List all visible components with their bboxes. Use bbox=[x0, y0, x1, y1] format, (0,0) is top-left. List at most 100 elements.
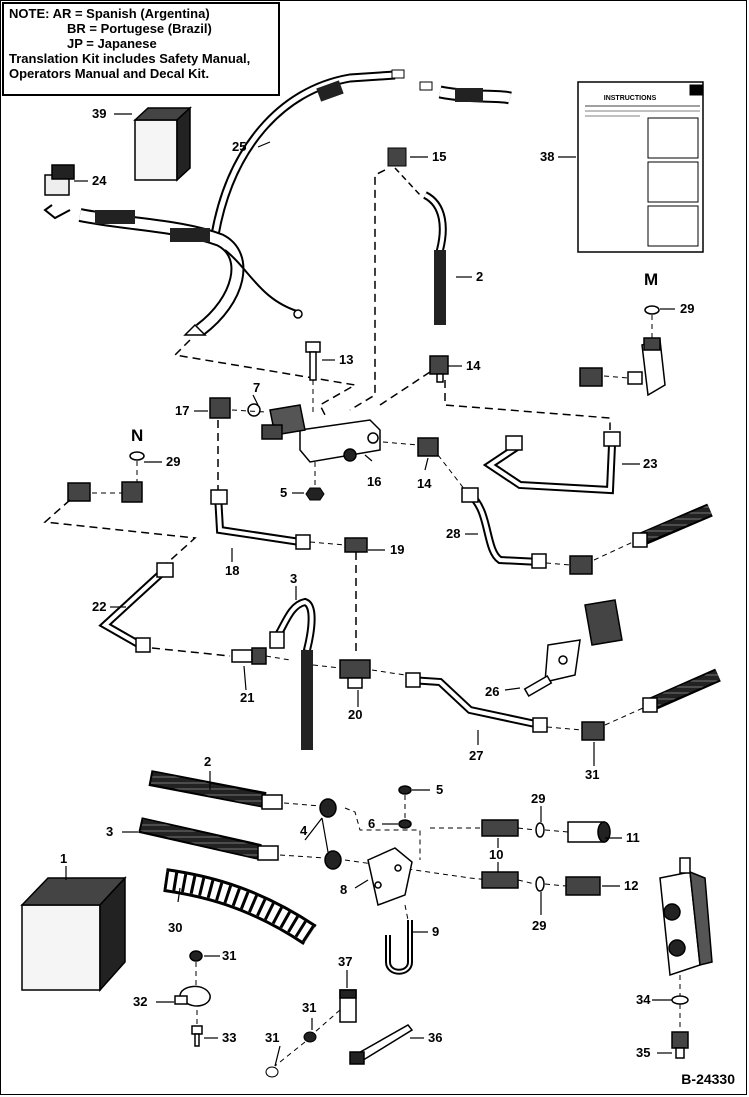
callout-24: 24 bbox=[92, 173, 107, 188]
callout-4: 4 bbox=[300, 823, 308, 838]
coupler-11 bbox=[567, 821, 611, 843]
fitting-17 bbox=[209, 397, 261, 419]
document-number: B-24330 bbox=[681, 1071, 735, 1087]
callout-1: 1 bbox=[60, 851, 68, 866]
callout-28: 28 bbox=[446, 526, 461, 541]
callout-31-clamp: 31 bbox=[222, 948, 237, 963]
callout-30: 30 bbox=[168, 920, 183, 935]
bracket-26 bbox=[523, 599, 623, 697]
callout-9: 9 bbox=[432, 924, 440, 939]
plug-35 bbox=[671, 1031, 689, 1059]
callout-29-m: 29 bbox=[680, 301, 695, 316]
nut-31-a bbox=[303, 1031, 317, 1043]
callout-19: 19 bbox=[390, 542, 405, 557]
detail-m bbox=[579, 305, 666, 397]
callout-29-n: 29 bbox=[166, 454, 181, 469]
manual-heading: INSTRUCTIONS bbox=[604, 95, 657, 102]
manual-38: INSTRUCTIONS bbox=[577, 81, 704, 253]
callout-31-bottom: 31 bbox=[265, 1030, 280, 1045]
callout-23: 23 bbox=[643, 456, 658, 471]
callout-17: 17 bbox=[175, 403, 190, 418]
fitting-19 bbox=[344, 537, 368, 553]
clip-37 bbox=[339, 989, 357, 1023]
callout-29-upper-right: 29 bbox=[531, 791, 546, 806]
adapter-10 bbox=[481, 819, 519, 889]
hose-right-upper bbox=[569, 503, 713, 575]
hose-25 bbox=[210, 69, 512, 236]
callout-31-right: 31 bbox=[585, 767, 600, 782]
callout-2-upper: 2 bbox=[476, 269, 484, 284]
callout-22: 22 bbox=[92, 599, 107, 614]
callout-16: 16 bbox=[367, 474, 382, 489]
callout-35: 35 bbox=[636, 1045, 651, 1060]
callout-3-upper: 3 bbox=[290, 571, 298, 586]
callout-2-lower: 2 bbox=[204, 754, 212, 769]
callout-5-upper: 5 bbox=[280, 485, 288, 500]
callout-38: 38 bbox=[540, 149, 555, 164]
connector-24 bbox=[44, 164, 75, 196]
callout-3-lower: 3 bbox=[106, 824, 114, 839]
hose-harness bbox=[43, 204, 303, 336]
translation-note: NOTE: AR = Spanish (Argentina) BR = Port… bbox=[2, 2, 280, 96]
callout-33: 33 bbox=[222, 1030, 237, 1045]
callout-8: 8 bbox=[340, 882, 348, 897]
cable-tie-36 bbox=[349, 1024, 414, 1065]
note-line-5: Operators Manual and Decal Kit. bbox=[9, 66, 210, 81]
tube-27 bbox=[405, 672, 548, 733]
nut-5-upper bbox=[305, 487, 325, 501]
detail-marker-n: N bbox=[131, 426, 144, 445]
kit-box-39 bbox=[133, 106, 192, 182]
callout-6: 6 bbox=[368, 816, 376, 831]
callout-20: 20 bbox=[348, 707, 363, 722]
kit-box-1 bbox=[20, 876, 127, 992]
hose-right-lower bbox=[581, 668, 721, 741]
callout-36: 36 bbox=[428, 1030, 443, 1045]
control-valve bbox=[659, 857, 713, 977]
callout-12: 12 bbox=[624, 878, 639, 893]
tee-20 bbox=[339, 659, 371, 689]
bolt-13 bbox=[305, 341, 321, 381]
callout-18: 18 bbox=[225, 563, 240, 578]
o-ring-34 bbox=[671, 995, 689, 1005]
callout-27: 27 bbox=[469, 748, 484, 763]
callout-34: 34 bbox=[636, 992, 651, 1007]
nut-31-b bbox=[265, 1066, 279, 1078]
callout-14-lower: 14 bbox=[417, 476, 432, 491]
note-line-4: Translation Kit includes Safety Manual, bbox=[9, 51, 251, 66]
callout-26: 26 bbox=[485, 684, 500, 699]
u-bolt-9 bbox=[385, 920, 413, 975]
hose-2-lower bbox=[148, 770, 283, 810]
clamp-32 bbox=[174, 950, 211, 1047]
callout-7: 7 bbox=[253, 380, 261, 395]
tube-3-upper bbox=[269, 597, 316, 750]
valve-16 bbox=[261, 404, 381, 463]
nut-5-lower bbox=[398, 785, 412, 829]
fitting-14-upper bbox=[429, 355, 449, 383]
callout-11: 11 bbox=[626, 830, 640, 845]
callout-25: 25 bbox=[232, 139, 247, 154]
detail-marker-m: M bbox=[644, 270, 659, 289]
bracket-8 bbox=[367, 847, 413, 907]
callout-32: 32 bbox=[133, 994, 148, 1009]
callout-31-middle: 31 bbox=[302, 1000, 317, 1015]
hose-3-lower bbox=[138, 817, 279, 861]
callout-21: 21 bbox=[240, 690, 255, 705]
callout-39: 39 bbox=[92, 106, 107, 121]
fitting-21 bbox=[231, 647, 267, 665]
callout-10: 10 bbox=[489, 847, 504, 862]
tube-28 bbox=[461, 487, 547, 569]
note-line-1: NOTE: AR = Spanish (Argentina) bbox=[9, 6, 210, 21]
nuts-4 bbox=[319, 798, 342, 870]
note-line-3: JP = Japanese bbox=[67, 36, 157, 51]
callout-13: 13 bbox=[339, 352, 354, 367]
note-line-2: BR = Portugese (Brazil) bbox=[67, 21, 212, 36]
callout-14-upper: 14 bbox=[466, 358, 481, 373]
callout-5-lower: 5 bbox=[436, 782, 444, 797]
fitting-14-lower bbox=[417, 437, 439, 457]
tube-2-upper bbox=[387, 147, 447, 325]
tube-22 bbox=[98, 562, 174, 653]
leader-lines bbox=[65, 113, 675, 1067]
callout-15: 15 bbox=[432, 149, 447, 164]
